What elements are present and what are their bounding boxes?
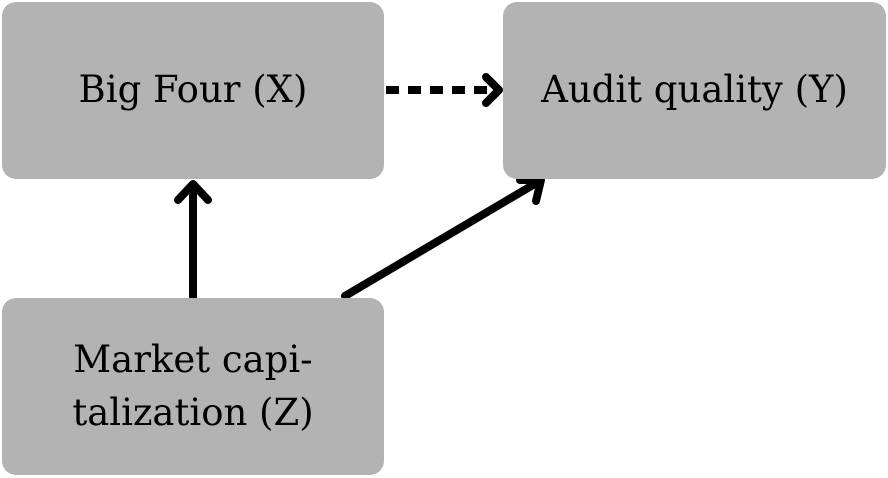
node-big-four: Big Four (X) [2, 2, 384, 179]
node-market-capitalization-label: Market capi- talization (Z) [72, 334, 313, 439]
node-audit-quality: Audit quality (Y) [503, 2, 886, 179]
node-big-four-label: Big Four (X) [78, 68, 308, 112]
edge-x-to-y [386, 73, 503, 107]
node-audit-quality-label: Audit quality (Y) [541, 68, 848, 112]
node-market-capitalization-line-1: Market capi- [73, 337, 313, 381]
node-market-capitalization: Market capi- talization (Z) [2, 298, 384, 475]
edge-z-to-x [174, 180, 212, 301]
node-market-capitalization-line-2: talization (Z) [72, 390, 314, 434]
edge-z-to-y [341, 176, 545, 300]
